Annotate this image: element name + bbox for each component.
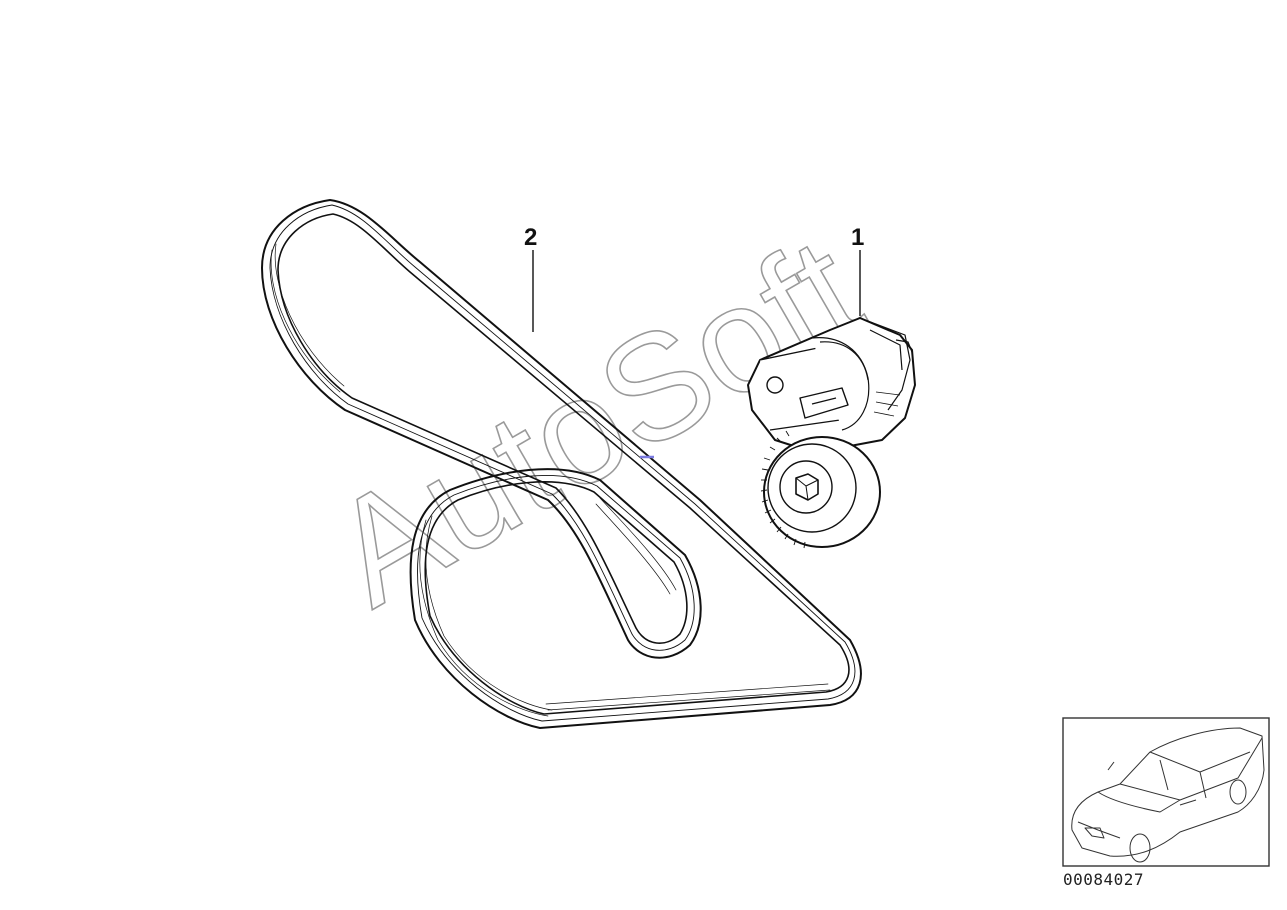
diagram-number: 00084027 <box>1063 870 1145 889</box>
car-outline-icon <box>1071 727 1265 863</box>
vehicle-thumbnail[interactable] <box>1062 717 1270 867</box>
serpentine-belt <box>261 199 862 729</box>
callout-leaders <box>532 250 861 332</box>
belt-tensioner <box>747 317 916 549</box>
callout-label-1: 1 <box>851 224 864 251</box>
callout-label-2: 2 <box>524 224 537 251</box>
